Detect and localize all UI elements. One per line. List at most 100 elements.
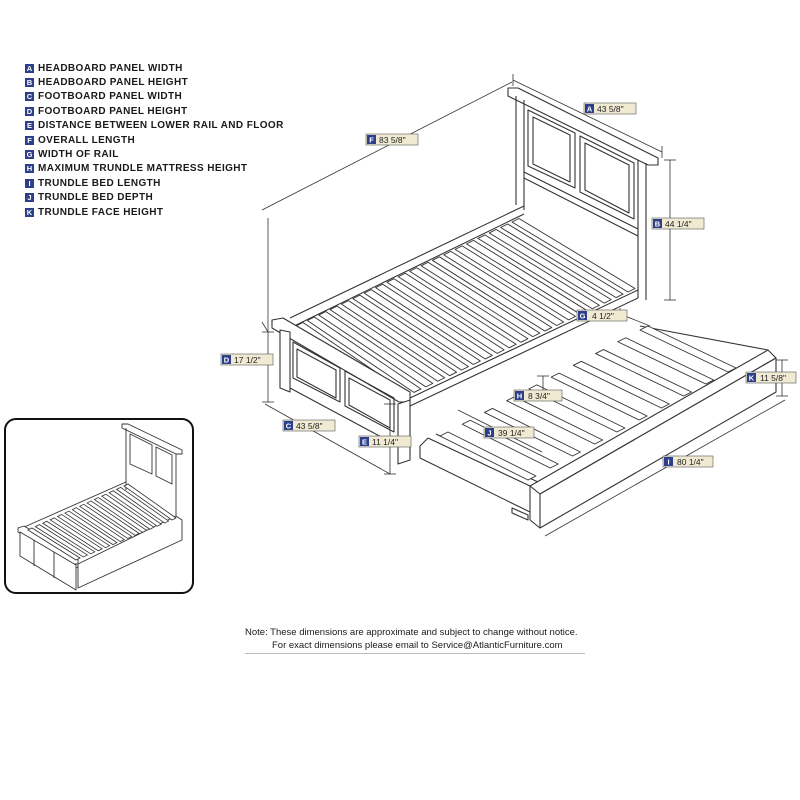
dimension-value: 17 1/2" xyxy=(234,355,261,365)
legend-label: MAXIMUM TRUNDLE MATTRESS HEIGHT xyxy=(38,163,248,175)
slat xyxy=(34,524,89,558)
legend-item: J TRUNDLE BED DEPTH xyxy=(25,191,284,205)
legend-label: TRUNDLE BED DEPTH xyxy=(38,192,154,204)
headboard xyxy=(507,87,659,300)
slat xyxy=(363,289,481,365)
slat xyxy=(431,256,553,332)
dimension-tag-b: B 44 1/4" xyxy=(651,217,705,230)
legend-item: A HEADBOARD PANEL WIDTH xyxy=(25,61,284,75)
dimension-letter: K xyxy=(749,374,755,383)
legend-label: TRUNDLE FACE HEIGHT xyxy=(38,206,164,218)
slat xyxy=(27,527,81,561)
dimension-value: 43 5/8" xyxy=(597,104,624,114)
legend-label: DISTANCE BETWEEN LOWER RAIL AND FLOOR xyxy=(38,120,284,132)
dimension-tag-i: I 80 1/4" xyxy=(662,455,714,468)
legend-letter: A xyxy=(25,63,34,73)
slat xyxy=(41,520,96,555)
legend-letter: H xyxy=(25,164,34,174)
legend-letter: I xyxy=(25,178,34,188)
dimension-tag-g: G 4 1/2" xyxy=(576,309,628,322)
slat xyxy=(439,431,537,481)
legend-letter: E xyxy=(25,121,34,131)
slat xyxy=(386,278,505,354)
preview-inset xyxy=(4,418,194,594)
slat xyxy=(617,337,715,385)
slat xyxy=(488,228,612,304)
trundle xyxy=(419,325,777,529)
slat xyxy=(86,500,140,536)
dimension-tag-a: A 43 5/8" xyxy=(583,102,637,115)
slat xyxy=(56,514,111,549)
slat xyxy=(115,486,170,524)
legend-label: FOOTBOARD PANEL HEIGHT xyxy=(38,105,188,117)
legend-letter: B xyxy=(25,78,34,88)
legend-letter: F xyxy=(25,135,34,145)
bed-preview-image xyxy=(17,423,183,591)
slat xyxy=(550,372,648,421)
slat xyxy=(420,261,541,338)
slat xyxy=(443,250,565,326)
dimension-letter: J xyxy=(487,429,491,438)
slat xyxy=(639,325,737,373)
dimension-letter: H xyxy=(517,392,522,401)
slat xyxy=(409,267,529,343)
slat xyxy=(329,305,446,382)
dimension-note: Note: These dimensions are approximate a… xyxy=(245,626,578,652)
slat xyxy=(500,223,624,299)
legend-letter: C xyxy=(25,92,34,102)
slat xyxy=(454,245,576,321)
legend-label: HEADBOARD PANEL WIDTH xyxy=(38,62,183,74)
note-line-2: For exact dimensions please email to Ser… xyxy=(272,640,563,651)
slat xyxy=(375,283,493,360)
slat xyxy=(108,490,163,527)
dimension-letter: G xyxy=(580,312,586,321)
dimension-tag-h: H 8 3/4" xyxy=(513,389,563,402)
note-divider xyxy=(245,653,585,654)
legend-letter: D xyxy=(25,106,34,116)
legend-item: C FOOTBOARD PANEL WIDTH xyxy=(25,90,284,104)
legend-item: D FOOTBOARD PANEL HEIGHT xyxy=(25,104,284,118)
legend-item: B HEADBOARD PANEL HEIGHT xyxy=(25,75,284,89)
dimension-tag-j: J 39 1/4" xyxy=(483,426,535,439)
dimension-value: 44 1/4" xyxy=(665,219,692,229)
legend-label: TRUNDLE BED LENGTH xyxy=(38,177,161,189)
legend-letter: J xyxy=(25,193,34,203)
dimension-tag-e: E 11 1/4" xyxy=(358,435,412,448)
dimension-value: 4 1/2" xyxy=(592,311,614,321)
dimension-value: 11 5/8" xyxy=(760,373,786,383)
slat xyxy=(352,294,469,371)
dimension-tag-k: K 11 5/8" xyxy=(745,371,797,384)
dimension-value: 11 1/4" xyxy=(372,437,398,447)
legend-letter: G xyxy=(25,150,34,160)
legend-item: I TRUNDLE BED LENGTH xyxy=(25,176,284,190)
legend-item: H MAXIMUM TRUNDLE MATTRESS HEIGHT xyxy=(25,162,284,176)
dimension-letter: B xyxy=(655,220,661,229)
dimension-value: 80 1/4" xyxy=(677,457,704,467)
slat xyxy=(93,497,148,533)
legend-item: G WIDTH OF RAIL xyxy=(25,147,284,161)
dimension-letter: I xyxy=(667,458,669,467)
legend-label: OVERALL LENGTH xyxy=(38,134,136,146)
dimension-tag-c: C 43 5/8" xyxy=(282,419,336,432)
note-line-1: Note: These dimensions are approximate a… xyxy=(245,627,578,638)
dimension-tag-d: D 17 1/2" xyxy=(220,353,274,366)
slat xyxy=(318,311,434,388)
legend-label: HEADBOARD PANEL HEIGHT xyxy=(38,77,189,89)
slat xyxy=(572,360,670,409)
legend-label: FOOTBOARD PANEL WIDTH xyxy=(38,91,183,103)
slat xyxy=(49,517,103,552)
slat xyxy=(71,507,126,542)
dimension-value: 83 5/8" xyxy=(379,135,406,145)
footboard xyxy=(271,317,411,465)
slat xyxy=(123,483,177,521)
slat xyxy=(101,493,155,530)
legend-item: F OVERALL LENGTH xyxy=(25,133,284,147)
dimension-tag-f: F 83 5/8" xyxy=(365,133,419,146)
dimension-legend: A HEADBOARD PANEL WIDTH B HEADBOARD PANEL … xyxy=(25,61,284,219)
legend-label: WIDTH OF RAIL xyxy=(38,149,119,161)
slat xyxy=(511,218,636,293)
slat xyxy=(506,396,604,445)
slat xyxy=(78,503,133,539)
